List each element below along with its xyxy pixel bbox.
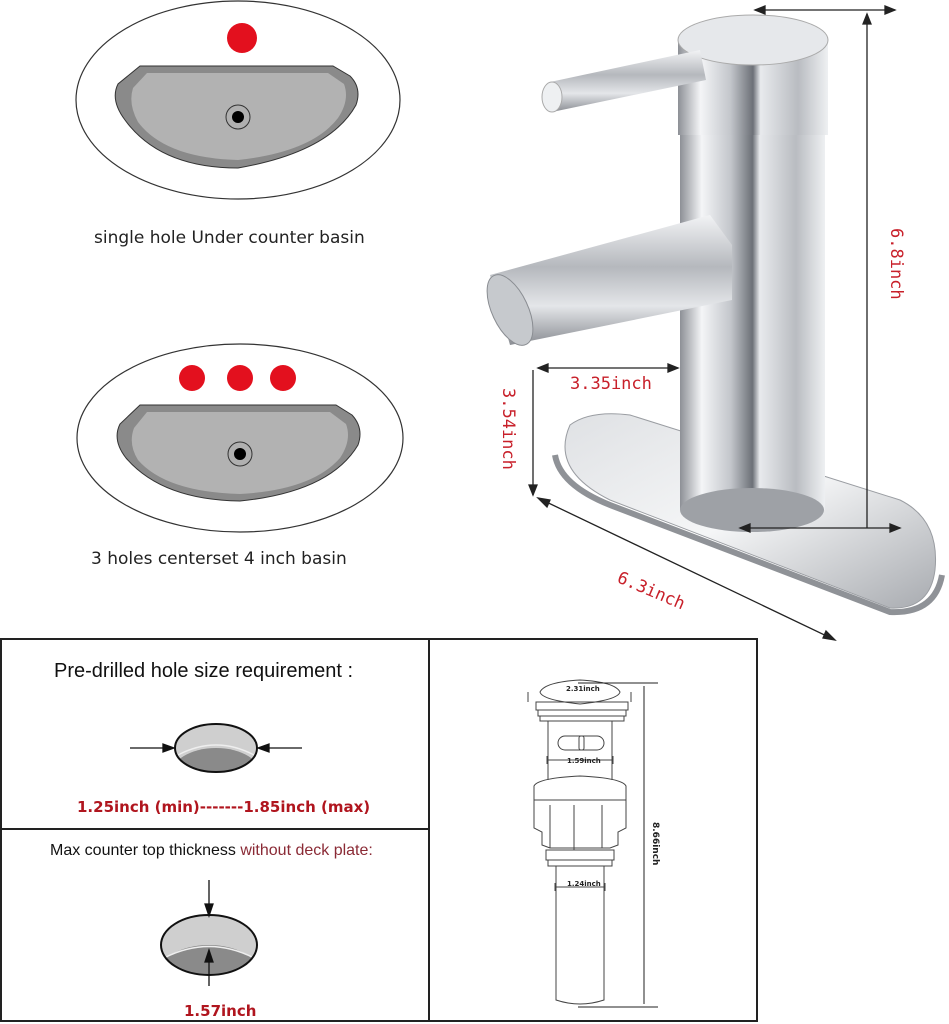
faucet-hole-marker xyxy=(227,365,253,391)
spout-height-dimension: 3.54inch xyxy=(498,388,518,470)
basin-three-hole-illustration xyxy=(76,343,404,533)
hole-size-range: 1.25inch (min)-------1.85inch (max) xyxy=(77,798,371,816)
faucet-illustration xyxy=(486,5,945,641)
pop-up-drain-illustration xyxy=(527,679,658,1008)
thickness-title: Max counter top thickness without deck p… xyxy=(50,842,373,860)
faucet-height-dimension: 6.8inch xyxy=(886,228,906,300)
faucet-hole-marker xyxy=(270,365,296,391)
basin-three-hole-caption: 3 holes centerset 4 inch basin xyxy=(91,549,347,569)
thickness-value: 1.57inch xyxy=(184,1002,257,1020)
hole-size-title: Pre-drilled hole size requirement : xyxy=(54,660,354,682)
drain-body-width: 1.59inch xyxy=(567,757,601,765)
basin-single-hole-illustration xyxy=(75,0,401,200)
hole-size-panel: Pre-drilled hole size requirement : 1.25… xyxy=(0,638,430,830)
thickness-title-prefix: Max counter top thickness xyxy=(50,842,241,859)
hole-size-illustration xyxy=(130,723,302,773)
thickness-title-accent: without deck plate: xyxy=(240,842,373,859)
faucet-hole-marker xyxy=(179,365,205,391)
drain-cap-width: 2.31inch xyxy=(566,685,600,693)
basin-single-hole-caption: single hole Under counter basin xyxy=(94,228,365,248)
thickness-illustration xyxy=(160,880,258,986)
spout-reach-dimension: 3.35inch xyxy=(570,374,652,394)
drain-tail-width: 1.24inch xyxy=(567,880,601,888)
pop-up-drain-panel: 2.31inch 1.59inch 1.24inch 8.66inch xyxy=(428,638,758,1022)
faucet-hole-marker xyxy=(227,23,257,53)
drain-total-height: 8.66inch xyxy=(650,822,660,866)
thickness-panel: Max counter top thickness without deck p… xyxy=(0,828,430,1022)
